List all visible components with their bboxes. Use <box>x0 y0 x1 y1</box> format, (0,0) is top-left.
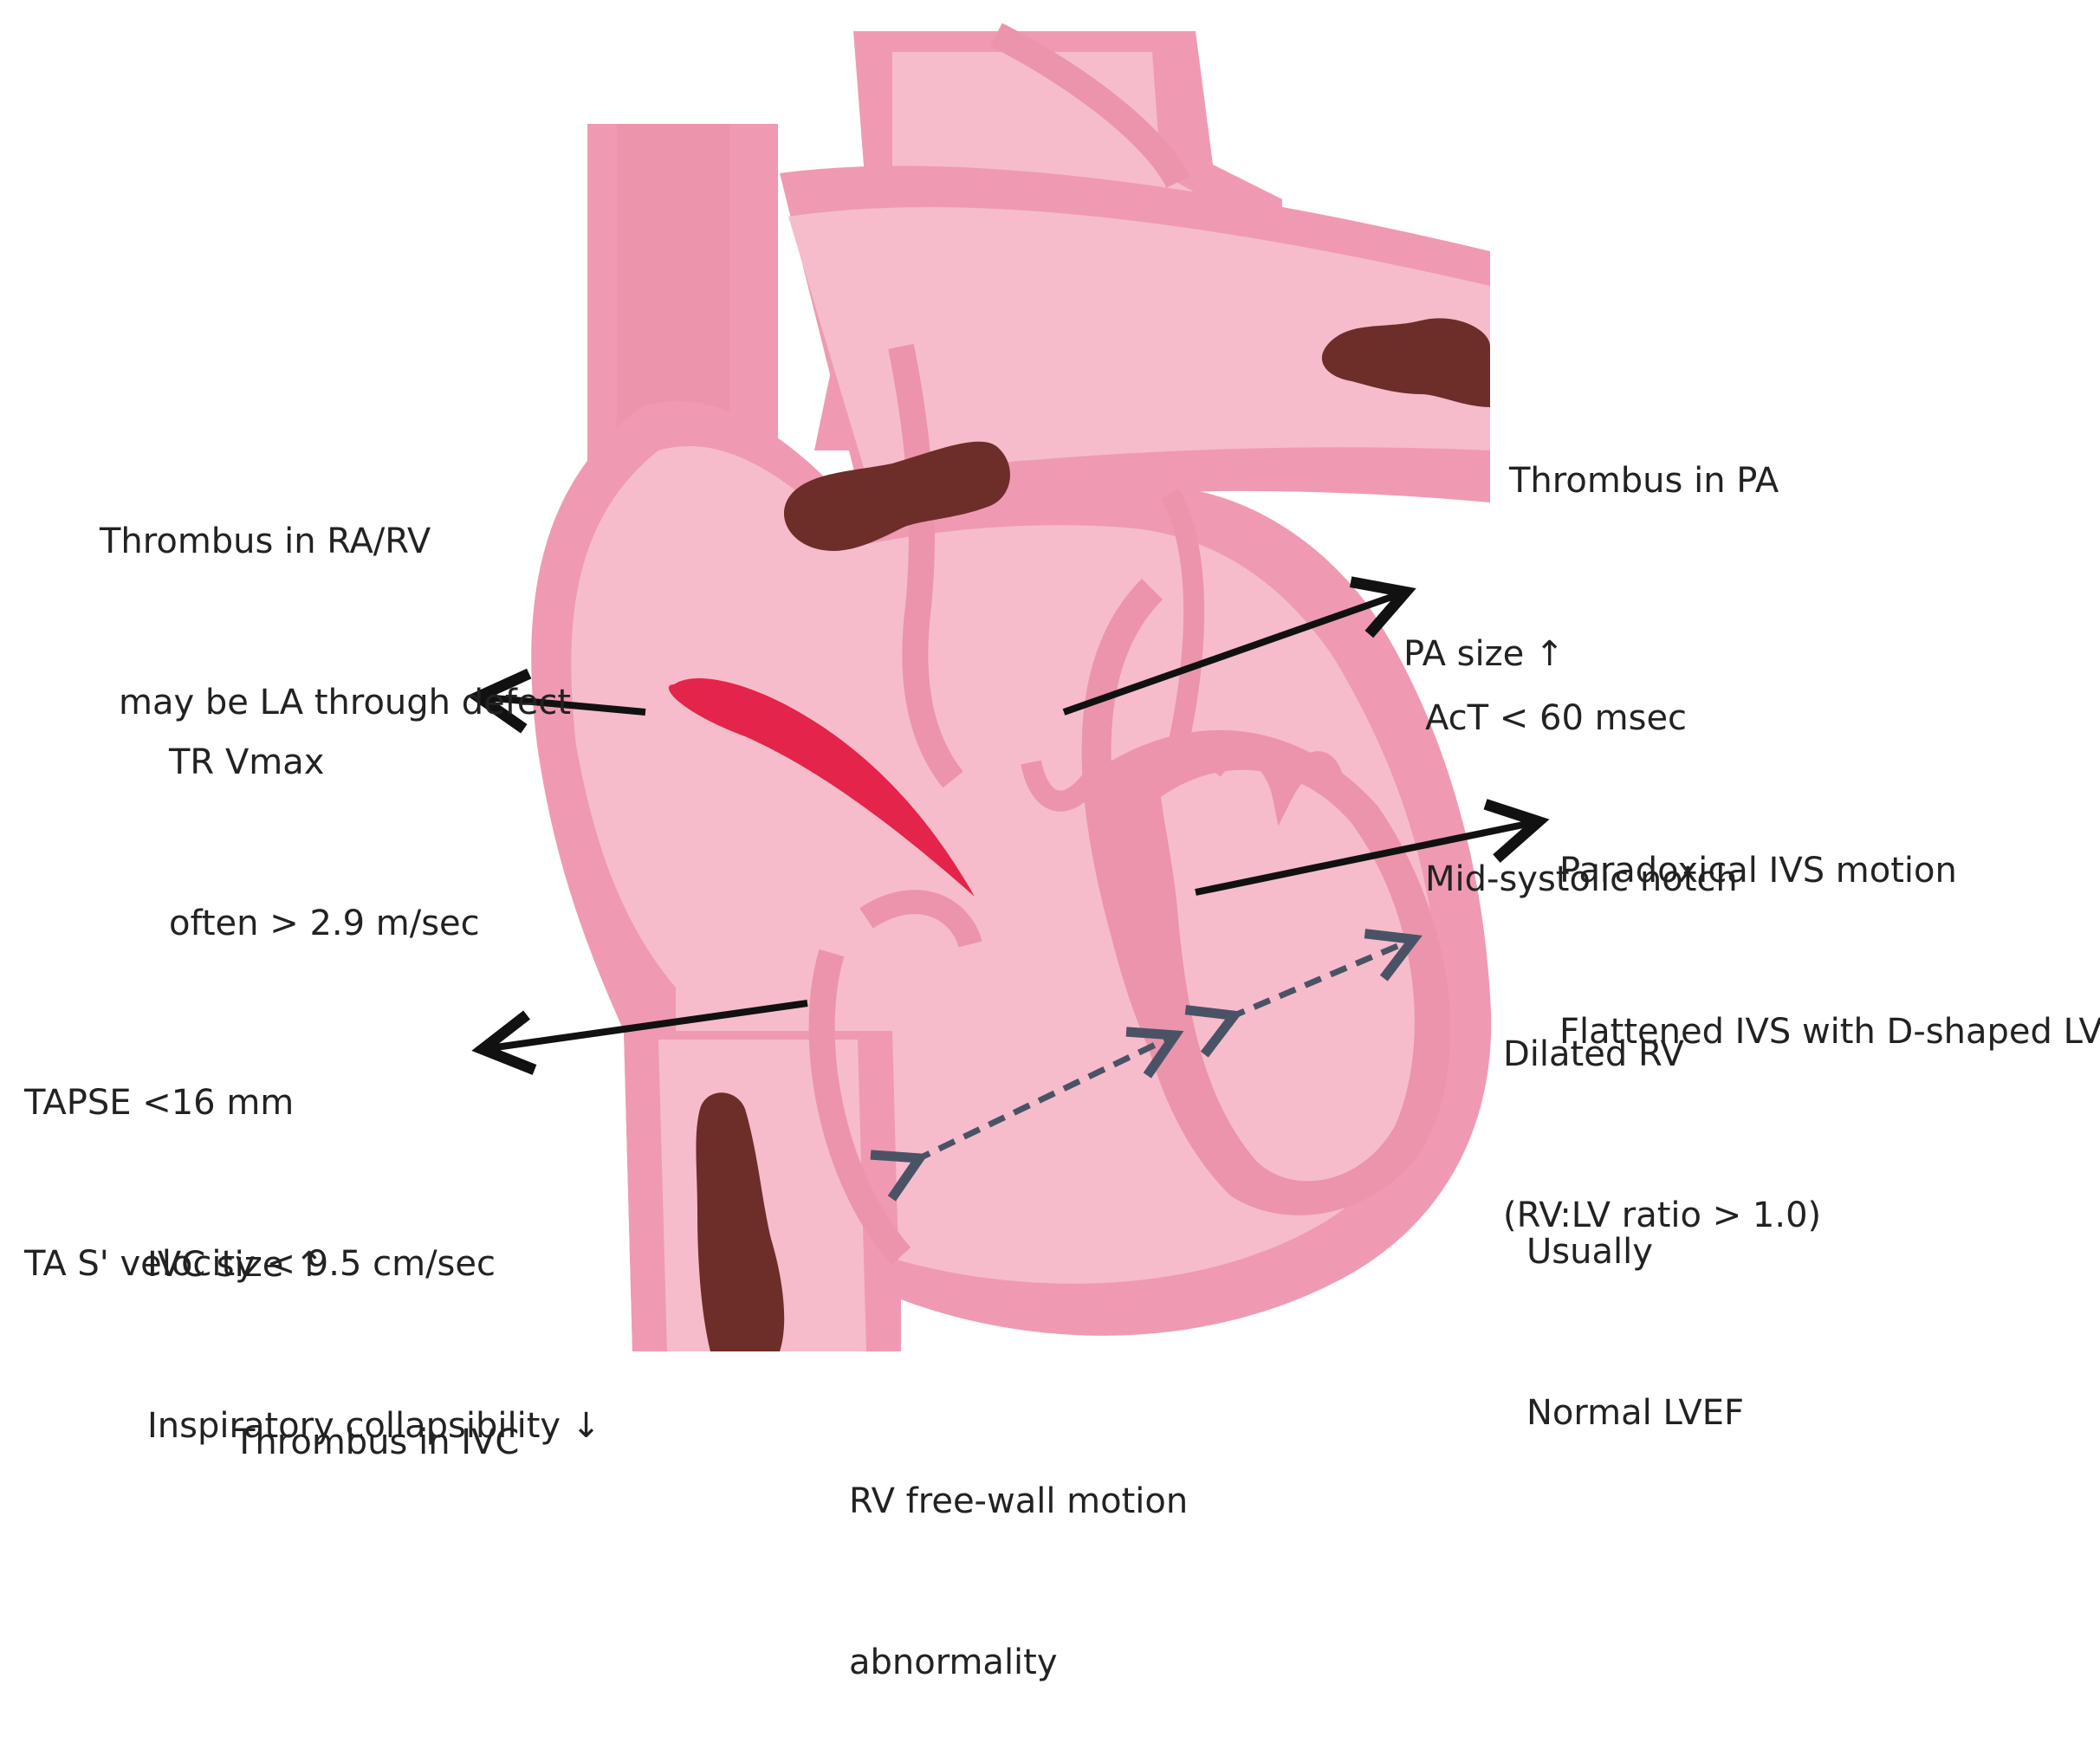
label-notch-line: Mid-systolic notch <box>1425 859 1738 899</box>
thrombus-pa-shape <box>1321 318 1490 407</box>
label-tapse-line2: TA S' velocity < 9.5 cm/sec <box>24 1244 496 1284</box>
arrow-ivs <box>1195 799 1550 896</box>
label-rv-free-wall: RV free-wall motion abnormality <box>849 1367 1188 1743</box>
label-ivs: Paradoxical IVS motion Flattened IVS wit… <box>1559 736 2100 1112</box>
arrow-pa-size <box>1062 576 1416 716</box>
pulmonary-artery-lumen <box>788 207 1490 476</box>
tricuspid-leaflet <box>859 890 982 949</box>
septum-curve <box>1081 578 1276 1207</box>
interatrial-septum <box>888 344 963 788</box>
heart-diagram <box>467 23 1550 1352</box>
label-tapse-line1: TAPSE <16 mm <box>24 1083 295 1123</box>
label-thrombus-ra-rv: Thrombus in RA/RV may be LA through defe… <box>100 407 571 783</box>
label-ivc-line2: Inspiratory collapsibility ↓ <box>147 1406 601 1446</box>
aortic-root-curve <box>1160 488 1205 748</box>
label-lvef: Usually Normal LVEF <box>1526 1118 1744 1494</box>
tr-jet <box>668 677 975 897</box>
label-thrombus-ivc-text: Thrombus in IVC <box>234 1422 520 1462</box>
label-act-line1: AcT < 60 msec <box>1425 698 1688 738</box>
label-ivs-line2: Flattened IVS with D-shaped LV <box>1559 1012 2100 1052</box>
label-thrombus-ivc: Thrombus in IVC <box>234 1308 519 1523</box>
valve-curve <box>1021 760 1100 812</box>
thrombus-ra-rv-shape <box>783 441 1011 551</box>
superior-vena-cava-lumen <box>617 124 729 453</box>
dashed-arrow-lv <box>1184 929 1423 1058</box>
label-tr-vmax-line1: TR Vmax <box>169 742 325 782</box>
lv-valve-curve <box>1205 742 1344 826</box>
label-ivc-line1: IVC size ↑ <box>147 1245 324 1285</box>
label-lvef-line1: Usually <box>1526 1232 1653 1272</box>
label-lvef-line2: Normal LVEF <box>1526 1393 1744 1433</box>
label-pa-size: PA size ↑ <box>1403 520 1564 735</box>
label-rv-free-wall-line1: RV free-wall motion <box>849 1481 1189 1521</box>
label-dilated-rv: Dilated RV (RV:LV ratio > 1.0) <box>1503 920 1821 1296</box>
thrombus-ivc-shape <box>696 1092 785 1351</box>
label-tr-vmax: TR Vmax often > 2.9 m/sec <box>169 628 480 1004</box>
label-rv-free-wall-line2: abnormality <box>849 1643 1058 1682</box>
label-pa-size-line1: PA size ↑ <box>1403 634 1565 674</box>
label-thrombus-ra-rv-line2: may be LA through defect <box>119 683 572 722</box>
aorta-branch-line <box>990 23 1190 189</box>
label-dilated-rv-line2: (RV:LV ratio > 1.0) <box>1503 1195 1822 1235</box>
dashed-arrow-rv <box>870 1027 1184 1202</box>
label-dilated-rv-line1: Dilated RV <box>1503 1034 1684 1074</box>
label-ivs-line1: Paradoxical IVS motion <box>1559 851 1957 891</box>
label-ivc: IVC size ↑ Inspiratory collapsibility ↓ <box>147 1131 600 1506</box>
label-thrombus-ra-rv-line1: Thrombus in RA/RV <box>100 522 431 561</box>
label-tr-vmax-line2: often > 2.9 m/sec <box>169 904 480 943</box>
rv-free-wall-inner <box>808 949 911 1265</box>
label-act: AcT < 60 msec Mid-systolic notch <box>1425 584 1738 960</box>
label-thrombus-pa: Thrombus in PA <box>1509 347 1779 561</box>
arrow-tr-vmax <box>467 668 646 734</box>
label-tapse: TAPSE <16 mm TA S' velocity < 9.5 cm/sec <box>24 969 496 1345</box>
arrow-tapse <box>471 1000 808 1075</box>
label-thrombus-pa-text: Thrombus in PA <box>1509 461 1779 501</box>
